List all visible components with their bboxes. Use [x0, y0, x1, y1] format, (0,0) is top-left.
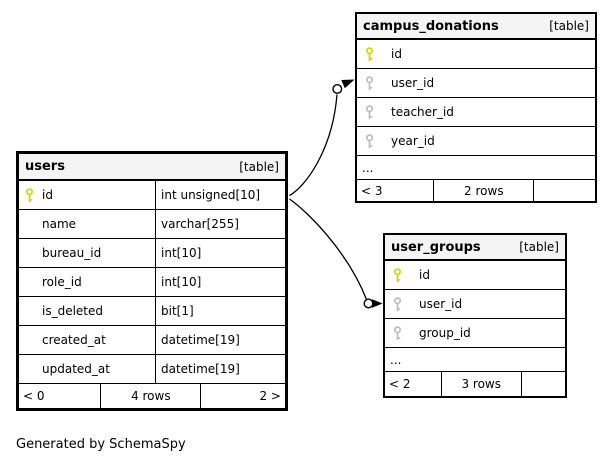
column-type: int[10]: [161, 275, 202, 289]
foreign-key-icon: [357, 133, 391, 149]
table-user-groups[interactable]: user_groups [table] id user_id group_id …: [383, 233, 567, 398]
parent-count: < 3: [357, 180, 435, 201]
table-name[interactable]: users: [25, 159, 65, 174]
relationship-users-user-groups: [289, 198, 383, 309]
child-count: [534, 180, 595, 201]
column-name: teacher_id: [391, 105, 454, 119]
column-row: year_id: [357, 127, 595, 156]
column-name: id: [419, 268, 430, 282]
column-row: teacher_id: [357, 98, 595, 127]
column-row: id int unsigned[10]: [19, 181, 285, 210]
primary-key-icon: [357, 46, 391, 62]
column-name: updated_at: [42, 362, 110, 376]
table-header: users [table]: [19, 154, 285, 181]
table-name[interactable]: campus_donations: [363, 18, 499, 34]
row-count: 3 rows: [442, 372, 522, 396]
column-row: id: [385, 261, 565, 290]
column-name: id: [391, 47, 402, 61]
column-name: id: [42, 188, 53, 202]
child-count: 2 >: [259, 389, 281, 403]
column-row: name varchar[255]: [19, 210, 285, 239]
parent-count: < 0: [19, 384, 102, 408]
column-name: name: [42, 217, 77, 231]
column-name: user_id: [419, 297, 463, 311]
column-row: created_at datetime[19]: [19, 326, 285, 355]
column-name: user_id: [391, 76, 435, 90]
foreign-key-icon: [385, 296, 419, 312]
table-type-tag: [table]: [519, 240, 559, 254]
column-row: user_id: [385, 290, 565, 319]
column-name: group_id: [419, 326, 471, 340]
table-type-tag: [table]: [239, 159, 279, 174]
primary-key-icon: [385, 267, 419, 283]
relationship-users-campus-donations: [289, 79, 355, 197]
more-columns-indicator: ...: [357, 156, 595, 180]
column-name: year_id: [391, 134, 435, 148]
table-footer: < 2 3 rows: [385, 372, 565, 396]
generated-by-note: Generated by SchemaSpy: [16, 437, 186, 452]
column-name: role_id: [42, 275, 82, 289]
more-columns-indicator: ...: [385, 348, 565, 372]
foreign-key-icon: [385, 325, 419, 341]
primary-key-icon: [19, 187, 42, 203]
column-type: int[10]: [161, 246, 202, 260]
fk-endpoint-circle: [363, 298, 374, 309]
fk-endpoint-circle: [332, 83, 343, 94]
table-name[interactable]: user_groups: [391, 239, 481, 255]
column-row: role_id int[10]: [19, 268, 285, 297]
column-type: bit[1]: [161, 304, 194, 318]
table-footer: < 0 4 rows 2 >: [19, 384, 285, 408]
column-name: created_at: [42, 333, 106, 347]
column-row: id: [357, 40, 595, 69]
column-row: user_id: [357, 69, 595, 98]
column-row: group_id: [385, 319, 565, 348]
column-row: bureau_id int[10]: [19, 239, 285, 268]
table-header: user_groups [table]: [385, 235, 565, 261]
fk-arrowhead: [372, 299, 383, 308]
foreign-key-icon: [357, 104, 391, 120]
column-type: int unsigned[10]: [161, 188, 261, 202]
column-type: varchar[255]: [161, 217, 239, 231]
column-name: is_deleted: [42, 304, 104, 318]
table-campus-donations[interactable]: campus_donations [table] id user_id teac…: [355, 12, 597, 203]
table-header: campus_donations [table]: [357, 14, 595, 40]
table-footer: < 3 2 rows: [357, 180, 595, 201]
column-name: bureau_id: [42, 246, 102, 260]
foreign-key-icon: [357, 75, 391, 91]
ellipsis-text: ...: [390, 352, 402, 367]
ellipsis-text: ...: [362, 160, 374, 175]
row-count: 4 rows: [101, 384, 202, 408]
fk-arrowhead: [341, 79, 355, 89]
column-type: datetime[19]: [161, 362, 240, 376]
column-row: is_deleted bit[1]: [19, 297, 285, 326]
column-type: datetime[19]: [161, 333, 240, 347]
table-type-tag: [table]: [549, 19, 589, 33]
row-count: 2 rows: [434, 180, 535, 201]
table-users[interactable]: users [table] id int unsigned[10] name v…: [16, 151, 288, 411]
child-count: [522, 372, 565, 396]
column-row: updated_at datetime[19]: [19, 355, 285, 384]
parent-count: < 2: [385, 372, 442, 396]
